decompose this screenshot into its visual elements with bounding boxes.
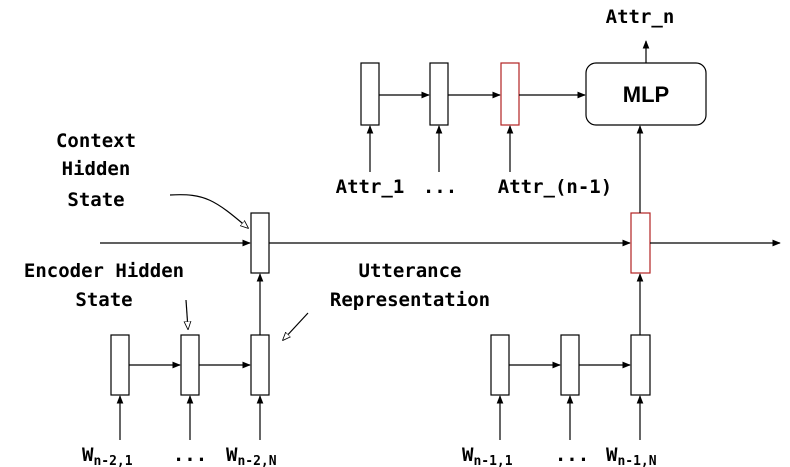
utterance-representation-pointer bbox=[283, 312, 309, 340]
context-hidden-state-label-line-2: Hidden bbox=[62, 158, 131, 180]
context-cell-curr bbox=[630, 212, 651, 274]
utterance-representation-label-line-1: Utterance bbox=[359, 260, 462, 282]
encoder-prev-cell-1 bbox=[110, 334, 130, 396]
w-prev-first-label: Wn-2,1 bbox=[82, 444, 133, 467]
context-cell-prev bbox=[250, 212, 270, 274]
attr-n-minus-1-label: Attr_(n-1) bbox=[498, 176, 612, 198]
attr-n-label: Attr_n bbox=[606, 6, 675, 28]
w-curr-first-label: Wn-1,1 bbox=[462, 444, 513, 467]
w-prev-ellipsis: ... bbox=[173, 444, 207, 466]
encoder-hidden-state-label-line-1: Encoder Hidden bbox=[24, 260, 184, 282]
context-hidden-state-label-line-1: Context bbox=[56, 130, 136, 152]
attr-1-label: Attr_1 bbox=[336, 176, 405, 198]
encoder-curr-cell-2 bbox=[560, 334, 580, 396]
w-prev-last-label: Wn-2,N bbox=[226, 444, 277, 467]
context-hidden-state-pointer bbox=[169, 194, 248, 228]
attr-cell-2 bbox=[429, 62, 449, 126]
encoder-curr-cell-3 bbox=[630, 334, 651, 396]
attr-cell-1 bbox=[360, 62, 380, 126]
w-curr-last-label: Wn-1,N bbox=[606, 444, 657, 467]
context-hidden-state-label-line-3: State bbox=[67, 189, 124, 211]
encoder-hidden-state-pointer bbox=[186, 299, 188, 329]
encoder-curr-cell-1 bbox=[490, 334, 510, 396]
encoder-prev-cell-3 bbox=[250, 334, 270, 396]
attr-cell-last bbox=[500, 62, 520, 126]
w-curr-ellipsis: ... bbox=[555, 444, 589, 466]
utterance-representation-label-line-2: Representation bbox=[330, 289, 490, 311]
attr-ellipsis: ... bbox=[423, 176, 457, 198]
encoder-hidden-state-label-line-2: State bbox=[75, 289, 132, 311]
mlp-label: MLP bbox=[623, 82, 669, 107]
encoder-prev-cell-2 bbox=[180, 334, 200, 396]
